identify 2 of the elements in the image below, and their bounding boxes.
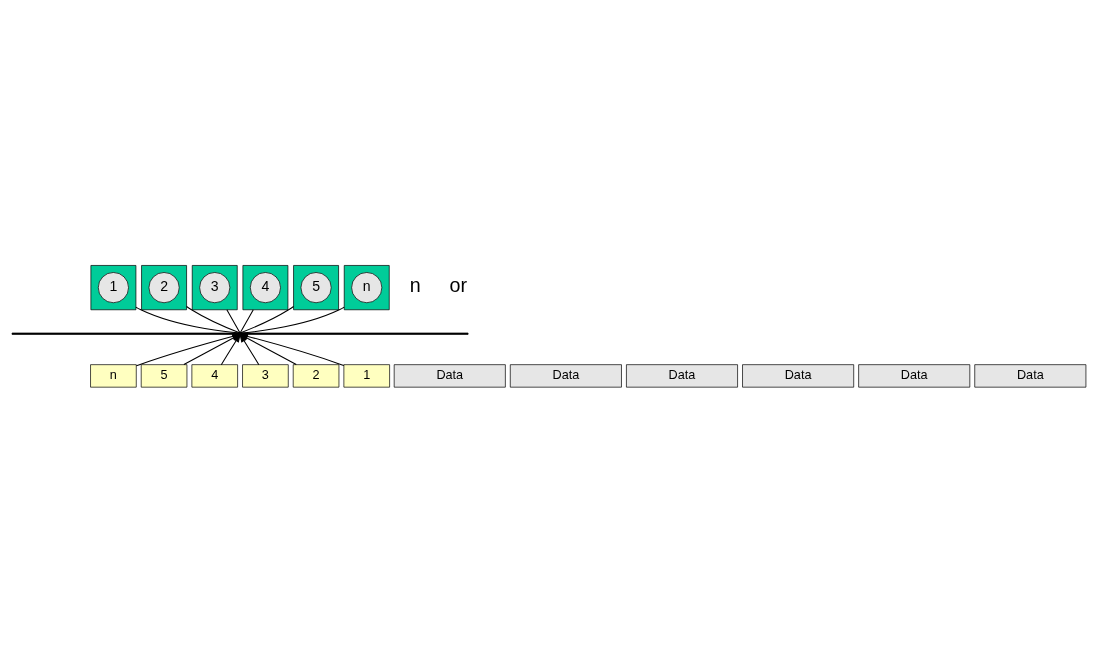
label: or xyxy=(449,274,467,297)
label: n xyxy=(409,274,421,297)
